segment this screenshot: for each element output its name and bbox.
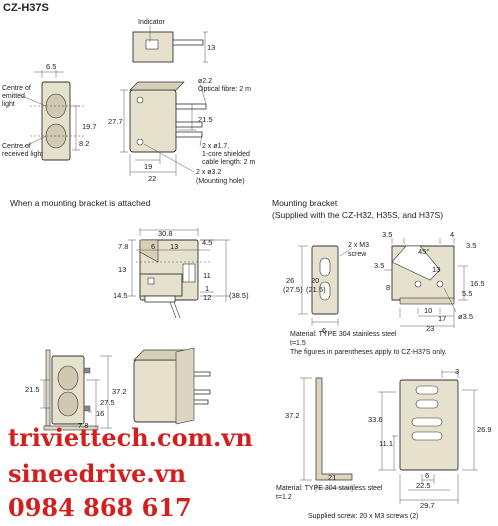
label-indicator: Indicator [138, 19, 166, 26]
dim-27-5-front: 27.5 [100, 398, 115, 407]
dim-8-bracket: 8 [386, 283, 390, 292]
dim-13-attached: 13 [170, 242, 178, 251]
attached-side-view [133, 347, 211, 425]
label-optical-fibre-1: ø2.2 [198, 78, 212, 85]
dim-10-bracket: 10 [424, 306, 432, 315]
attached-front-view [40, 349, 112, 431]
sensor-front-view [21, 70, 84, 161]
dim-16-5: 16.5 [470, 279, 485, 288]
label-centre-emitted-3: light [2, 101, 15, 108]
dim-26: 26 [286, 276, 294, 285]
dim-6-5: 6.5 [46, 62, 56, 71]
dim-6-attached: 6 [151, 242, 155, 251]
title-when-attached: When a mounting bracket is attached [10, 198, 151, 208]
dim-11: 11 [203, 271, 211, 280]
dim-17-bracket: 17 [438, 314, 446, 323]
material-note-2: t=1.5 [290, 340, 306, 347]
dim-29-7: 29.7 [420, 501, 435, 510]
dim-13-bracket: 13 [432, 265, 440, 274]
dim-4-5: 4.5 [202, 238, 212, 247]
dim-38-5: (38.5) [229, 291, 249, 300]
dim-11-1: 11.1 [379, 439, 393, 448]
label-centre-emitted-1: Centre of [2, 85, 31, 92]
label-optical-fibre-2: Optical fibre: 2 m [198, 86, 251, 93]
bracket-front-view [298, 245, 353, 326]
label-centre-emitted-2: emitted [2, 93, 25, 100]
material-note-3: The figures in parentheses apply to CZ-H… [290, 349, 447, 356]
dim-21-lbracket: 21 [328, 473, 336, 482]
label-screw-1: 2 x M3 [348, 242, 369, 249]
dim-3-5-c: 3.5 [374, 261, 384, 270]
dim-26-9: 26.9 [477, 425, 492, 434]
dim-19: 19 [144, 162, 152, 171]
dim-12: 12 [203, 293, 211, 302]
label-hole-2: (Mounting hole) [196, 178, 245, 185]
dim-3-5-b: 3.5 [466, 241, 476, 250]
dim-20: 20 [311, 276, 319, 285]
dim-7-8-front: 7.8 [78, 421, 88, 430]
dim-21-5-side: 21.5 [198, 115, 213, 124]
label-cable-2: 1-core shielded [202, 151, 250, 158]
screw-note: Supplied screw: 20 x M3 screws (2) [308, 513, 418, 520]
dim-3-5-hole: ø3.5 [458, 312, 473, 321]
dim-37-2-front: 37.2 [112, 387, 127, 396]
dim-14-5: 14.5 [113, 291, 128, 300]
l-bracket-side-view [300, 377, 353, 492]
material-note-1: Material: TYPE 304 stainless steel [290, 331, 397, 338]
title-mounting-bracket-1: Mounting bracket [272, 198, 338, 208]
label-hole-1: 2 x ø3.2 [196, 169, 221, 176]
l-bracket-front-view [378, 370, 478, 504]
dim-27-7: 27.7 [108, 117, 123, 126]
dim-16: 16 [96, 409, 104, 418]
watermark-phone: 0984 868 617 [8, 493, 192, 522]
dim-22-5: 22.5 [416, 481, 431, 490]
dim-33-6: 33.6 [368, 415, 383, 424]
dim-13-top: 13 [207, 43, 215, 52]
attached-assembly-view [128, 228, 230, 319]
dim-21-5-bracket: (21.5) [306, 285, 326, 294]
dim-22: 22 [148, 174, 156, 183]
dim-30-8: 30.8 [158, 229, 173, 238]
material2-note-2: t=1.2 [276, 494, 292, 501]
dim-5-5: 5.5 [462, 289, 472, 298]
dim-45-deg: 45° [418, 247, 429, 256]
label-cable-3: cable length: 2 m [202, 159, 255, 166]
dim-8-2: 8.2 [79, 139, 89, 148]
model-title: CZ-H37S [3, 2, 49, 14]
dim-13-left: 13 [118, 265, 126, 274]
dim-21-5-front: 21.5 [25, 385, 40, 394]
sensor-top-view [132, 25, 208, 63]
dim-3-5-a: 3.5 [382, 230, 392, 239]
dim-27-5-bracket: (27.5) [283, 285, 303, 294]
bracket-side-view [384, 238, 468, 328]
watermark-triviettech: triviettech.com.vn [8, 423, 253, 452]
dim-6-lbracket: 6 [425, 471, 429, 480]
label-screw-2: screw [348, 251, 367, 258]
title-mounting-bracket-2: (Supplied with the CZ-H32, H35S, and H37… [272, 210, 443, 220]
label-centre-received-2: received light [2, 151, 43, 158]
dim-7-8: 7.8 [118, 242, 128, 251]
label-cable-1: 2 x ø1.7, [202, 143, 229, 150]
watermark-sineedrive: sineedrive.vn [8, 459, 186, 488]
sensor-side-view [120, 81, 207, 176]
label-centre-received-1: Centre of [2, 143, 31, 150]
dim-37-2-lbracket: 37.2 [285, 411, 300, 420]
dim-3-lbracket: 3 [455, 367, 459, 376]
dim-23-bracket: 23 [426, 324, 434, 333]
dim-1: 1 [205, 284, 209, 293]
material2-note-1: Material: TYPE 304 stainless steel [276, 485, 383, 492]
dim-4-bracket: 4 [450, 230, 454, 239]
dim-19-7: 19.7 [82, 122, 97, 131]
dim-6-bracket: 6 [322, 326, 326, 335]
